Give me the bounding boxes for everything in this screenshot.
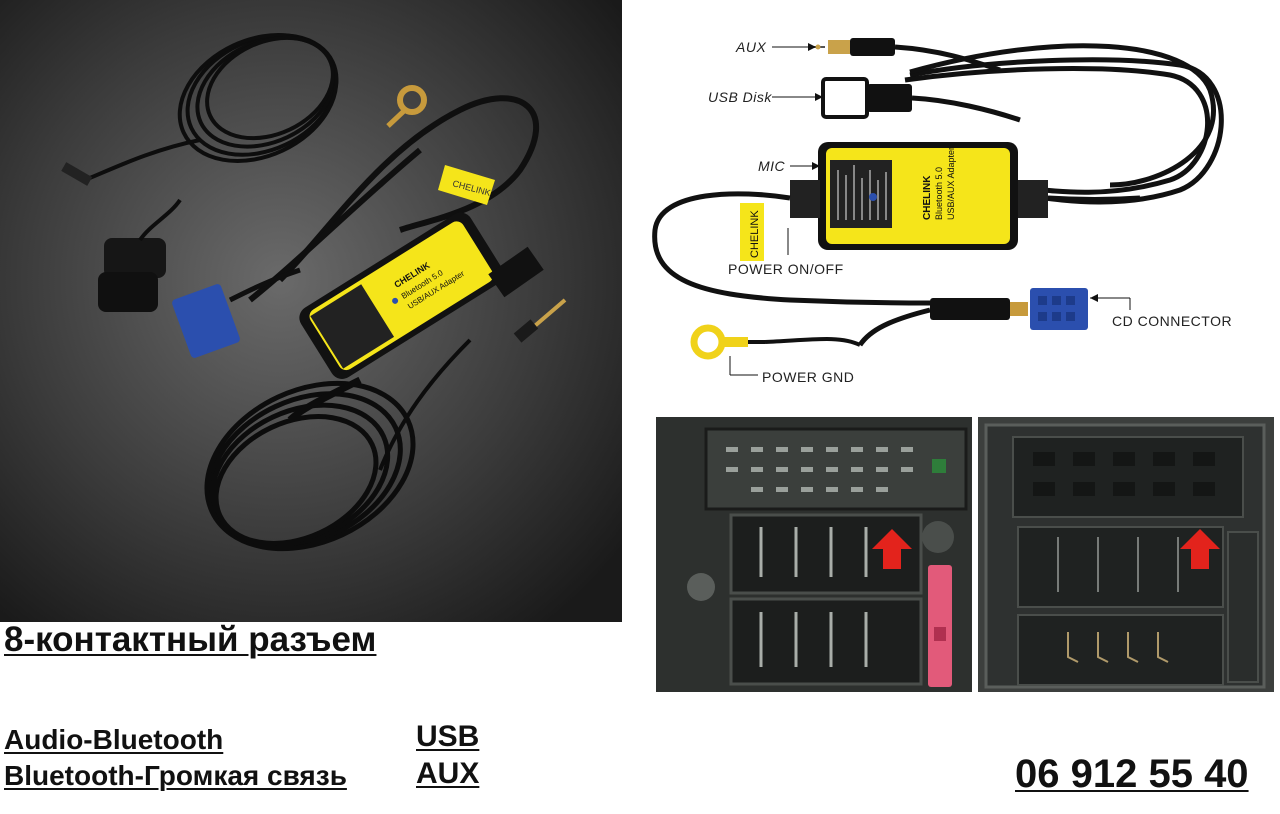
wiring-diagram: CHELINK Bluetooth 5.0 USB/AUX Adapter CH… <box>640 20 1280 400</box>
diagram-label-power-gnd: POWER GND <box>762 369 854 385</box>
diagram-device-line1: Bluetooth 5.0 <box>934 167 944 220</box>
diagram-label-power-on-off: POWER ON/OFF <box>728 261 844 277</box>
feature-handsfree: Bluetooth-Громкая связь <box>4 760 347 791</box>
diagram-device-brand: CHELINK <box>922 175 933 220</box>
cable-connector-drawing <box>978 417 1274 692</box>
feature-aux: AUX <box>416 757 480 790</box>
head-unit-connector-photo <box>656 417 972 692</box>
feature-audio-bluetooth: Audio-Bluetooth <box>4 724 224 755</box>
red-arrow-icon <box>872 529 912 569</box>
feature-usb: USB <box>416 720 480 753</box>
diagram-flag-brand: CHELINK <box>749 210 761 258</box>
diagram-label-aux: AUX <box>735 39 766 55</box>
diagram-label-cd-connector: CD CONNECTOR <box>1112 313 1232 329</box>
phone-number: 06 912 55 40 <box>1015 752 1249 796</box>
product-photo-drawing: CHELINK CHELINK Bluetooth 5.0 USB/AUX Ad… <box>0 0 622 622</box>
page-title: 8-контактный разъем <box>4 620 377 659</box>
red-arrow-icon <box>1180 529 1220 569</box>
diagram-label-usb-disk: USB Disk <box>708 89 772 105</box>
wiring-diagram-drawing: CHELINK Bluetooth 5.0 USB/AUX Adapter CH… <box>652 38 1232 385</box>
product-photo: CHELINK CHELINK Bluetooth 5.0 USB/AUX Ad… <box>0 0 622 622</box>
diagram-label-mic: MIC <box>758 158 786 174</box>
diagram-device-line2: USB/AUX Adapter <box>946 147 956 220</box>
cable-connector-photo <box>978 417 1274 692</box>
head-unit-connector-drawing <box>656 417 972 692</box>
